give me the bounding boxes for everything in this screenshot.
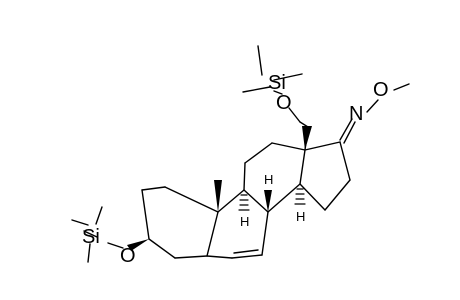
left-tms-group: O Si — [71, 206, 136, 267]
bond — [107, 242, 124, 249]
bond — [339, 118, 353, 141]
bond — [174, 255, 208, 259]
atom-si-top: Si — [268, 72, 286, 94]
wedge-bond — [127, 239, 149, 251]
bond — [339, 141, 351, 181]
bond — [242, 86, 271, 93]
bond — [267, 183, 301, 213]
atom-h: H — [296, 209, 305, 224]
oxime-group: N O — [339, 79, 410, 144]
hash-bond — [238, 194, 250, 211]
bond — [164, 186, 219, 213]
bond — [141, 186, 166, 191]
bond — [231, 254, 263, 259]
bond — [95, 206, 103, 225]
atom-n-oxime: N — [349, 103, 363, 125]
atom-o-oxime: O — [373, 79, 389, 101]
bond — [273, 90, 283, 95]
top-tms-group: Si O — [242, 45, 309, 128]
bond — [87, 243, 91, 263]
atom-o-top: O — [276, 92, 292, 114]
wedge-bond — [302, 126, 312, 150]
bond — [324, 179, 351, 211]
bond — [233, 249, 259, 254]
wedge-bond — [214, 180, 222, 212]
atom-si-left: Si — [82, 226, 100, 248]
bond — [206, 255, 233, 259]
steroid-skeleton: H H H — [127, 126, 351, 259]
bond — [273, 73, 303, 81]
bond — [304, 141, 341, 151]
bond — [343, 121, 356, 144]
bond — [244, 142, 273, 164]
bond — [243, 189, 269, 213]
bond — [257, 45, 263, 76]
bond — [299, 183, 326, 211]
bond — [217, 189, 245, 213]
bond — [243, 162, 246, 191]
atom-o-left: O — [120, 245, 136, 267]
bond — [299, 149, 306, 185]
bond — [261, 211, 269, 256]
bond — [148, 238, 176, 259]
bond — [71, 219, 89, 226]
hash-bond — [294, 188, 306, 205]
bond — [83, 230, 98, 238]
bond — [206, 211, 219, 257]
bond — [366, 99, 379, 113]
bond — [141, 189, 150, 240]
atom-h: H — [264, 172, 273, 187]
bond — [288, 107, 301, 123]
bond — [393, 83, 410, 91]
atom-h: H — [240, 214, 249, 229]
wedge-bond — [264, 190, 272, 212]
bond — [271, 142, 306, 151]
